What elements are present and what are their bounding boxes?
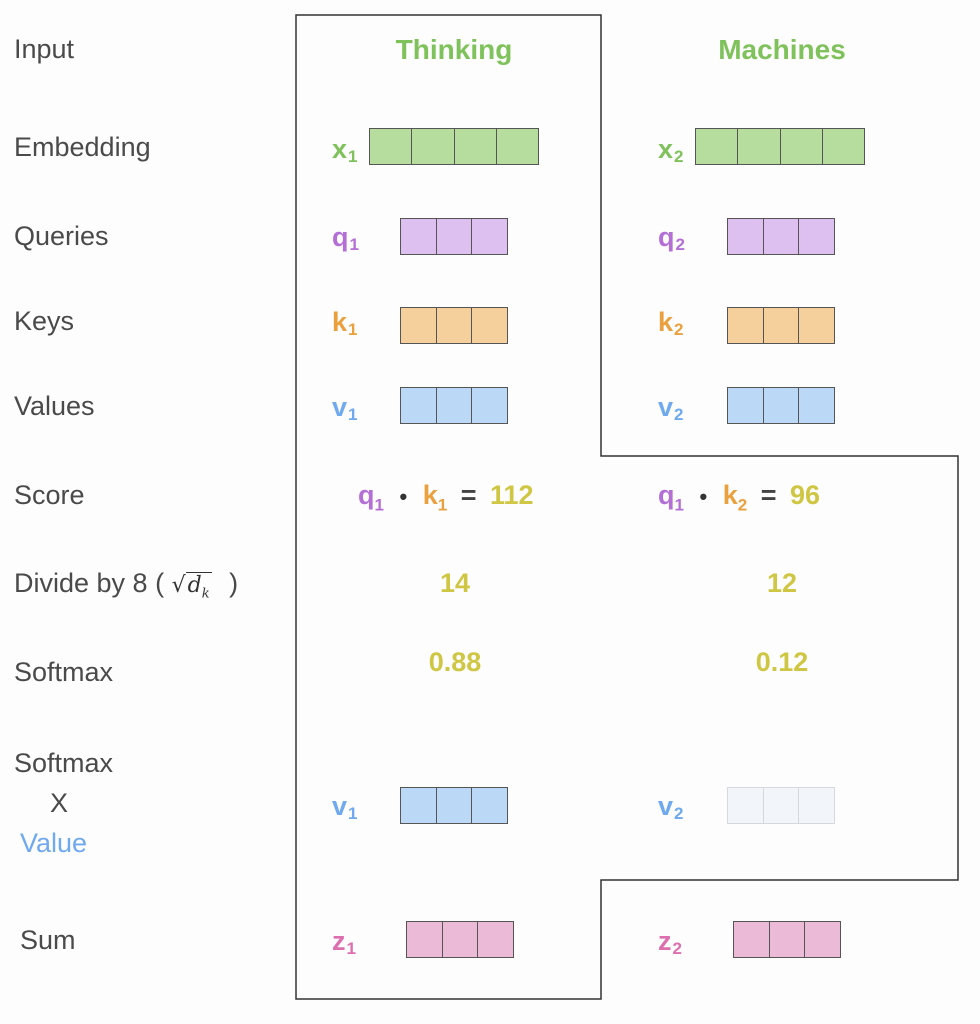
- label-z2: z2: [658, 926, 682, 958]
- thinking-outline: [295, 14, 959, 1000]
- label-z1: z1: [332, 926, 356, 958]
- label-x1: x1: [332, 134, 358, 166]
- label-k1: k1: [332, 307, 358, 339]
- row-label-softmax-x-value-3: Value: [20, 828, 88, 858]
- word-thinking: Thinking: [395, 34, 513, 65]
- vector-q2: [727, 218, 835, 255]
- row-label-values: Values: [14, 391, 95, 421]
- sqrt-dk: √dk: [171, 572, 212, 602]
- row-label-score: Score: [14, 480, 85, 510]
- row-label-softmax-x-value-1: Softmax: [14, 748, 114, 778]
- score-1: q1 • k1 = 112: [358, 480, 534, 515]
- score-1-value: 112: [490, 480, 534, 510]
- label-weighted-v1: v1: [332, 791, 358, 823]
- divide-suffix: ): [229, 568, 239, 598]
- row-label-sum: Sum: [20, 925, 76, 955]
- row-label-input: Input: [14, 34, 75, 64]
- vector-v1: [400, 387, 508, 424]
- label-q2: q2: [658, 222, 685, 254]
- label-v2: v2: [658, 392, 684, 424]
- softmax-1: 0.88: [428, 647, 482, 677]
- label-weighted-v2: v2: [658, 791, 684, 823]
- row-label-softmax-x-value-2: X: [50, 788, 69, 818]
- row-label-queries: Queries: [14, 221, 109, 251]
- row-label-keys: Keys: [14, 306, 75, 336]
- divided-1: 14: [439, 568, 471, 598]
- vector-k1: [400, 307, 508, 344]
- vector-v2: [727, 387, 835, 424]
- softmax-2: 0.12: [755, 647, 809, 677]
- sqrt-radicand-sub: k: [201, 586, 210, 602]
- divided-2: 12: [766, 568, 798, 598]
- vector-q1: [400, 218, 508, 255]
- vector-z1: [406, 921, 514, 958]
- vector-weighted-v1: [400, 787, 508, 824]
- score-2-value: 96: [790, 480, 821, 510]
- divide-prefix: Divide by 8 (: [14, 568, 165, 598]
- label-v1: v1: [332, 392, 358, 424]
- word-machines: Machines: [718, 34, 846, 65]
- label-x2: x2: [658, 134, 684, 166]
- vector-z2: [733, 921, 841, 958]
- score-2: q1 • k2 = 96: [658, 480, 821, 515]
- sqrt-radicand: d: [187, 573, 202, 598]
- row-label-embedding: Embedding: [14, 132, 151, 162]
- label-q1: q1: [332, 222, 359, 254]
- row-label-divide: Divide by 8 ( √dk ): [14, 568, 238, 601]
- vector-k2: [727, 307, 835, 344]
- label-k2: k2: [658, 307, 684, 339]
- vector-x2: [695, 128, 865, 165]
- row-label-softmax: Softmax: [14, 657, 114, 687]
- vector-x1: [369, 128, 539, 165]
- vector-weighted-v2: [727, 787, 835, 824]
